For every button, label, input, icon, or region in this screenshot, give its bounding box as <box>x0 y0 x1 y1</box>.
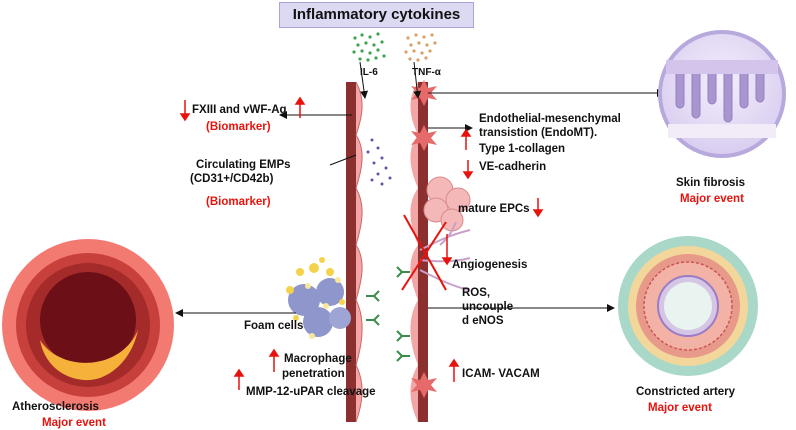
penetration-label: penetration <box>282 368 345 380</box>
type1-collagen-label: Type 1-collagen <box>479 143 566 155</box>
adhesion-receptors <box>366 266 410 362</box>
emp-particles <box>366 138 392 186</box>
foam-cells-label: Foam cells <box>244 320 304 332</box>
endomt-label-line1: Endothelial-mesenchymal <box>479 113 621 125</box>
angiogenesis-label: Angiogenesis <box>452 259 528 271</box>
tnf-alpha-label: TNF-α <box>412 67 441 78</box>
skin-fibrosis-illustration <box>658 30 786 158</box>
mmp12-upar-label: MMP-12-uPAR cleavage <box>246 386 376 398</box>
page-title: Inflammatory cytokines <box>279 2 474 28</box>
macrophage-label: Macrophage <box>284 353 352 365</box>
right-vessel-wall <box>410 80 437 422</box>
mature-epcs-label: mature EPCs <box>458 203 530 215</box>
red-trend-arrows <box>179 96 544 390</box>
biomarker-label-2: (Biomarker) <box>206 196 271 208</box>
atherosclerosis-major-event-label: Major event <box>42 417 106 429</box>
ros-label-line2: uncouple <box>462 301 514 313</box>
connector-arrows <box>175 61 665 317</box>
biomarker-label-1: (Biomarker) <box>206 121 271 133</box>
skin-major-event-label: Major event <box>680 193 744 205</box>
constricted-artery-illustration <box>618 236 758 376</box>
atherosclerosis-label: Atherosclerosis <box>12 401 99 413</box>
ros-label-line3: d eNOS <box>462 315 504 327</box>
left-vessel-wall <box>346 81 363 423</box>
constricted-artery-label: Constricted artery <box>636 386 736 398</box>
endomt-label-line2: transistion (EndoMT). <box>479 127 598 139</box>
fxiii-vwf-label: FXIII and vWF-Ag <box>192 104 287 116</box>
icam-vacam-label: ICAM- VACAM <box>462 368 540 380</box>
cd31-cd42b-label: (CD31+/CD42b) <box>190 173 274 185</box>
foam-cell-cluster <box>286 257 351 339</box>
il6-particles <box>352 32 386 62</box>
artery-major-event-label: Major event <box>648 402 712 414</box>
tnf-particles <box>404 33 437 62</box>
skin-fibrosis-label: Skin fibrosis <box>676 177 746 189</box>
epc-cells <box>423 176 471 232</box>
ros-label-line1: ROS, <box>462 287 491 299</box>
angiogenesis-cross <box>401 214 447 291</box>
il6-label: IL-6 <box>360 67 378 78</box>
ve-cadherin-label: VE-cadherin <box>479 161 547 173</box>
atherosclerosis-illustration <box>2 239 174 411</box>
circulating-emps-label: Circulating EMPs <box>196 159 291 171</box>
